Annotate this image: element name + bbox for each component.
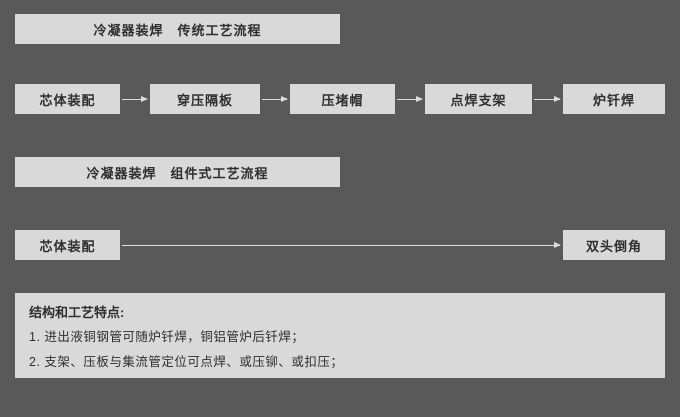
note-item-2: 2. 支架、压板与集流管定位可点焊、或压铆、或扣压； bbox=[29, 355, 344, 369]
flow-node-core-assembly-2: 芯体装配 bbox=[15, 230, 120, 260]
arrow-right-icon bbox=[534, 96, 561, 102]
flow-node-press-cap: 压堵帽 bbox=[290, 84, 395, 114]
notes-title: 结构和工艺特点: bbox=[29, 305, 125, 320]
arrow-right-icon bbox=[262, 96, 288, 102]
flow-node-double-end-chamfer: 双头倒角 bbox=[563, 230, 665, 260]
notes-panel: 结构和工艺特点: 1. 进出液铜钢管可随炉钎焊，铜铝管炉后钎焊； 2. 支架、压… bbox=[15, 293, 665, 378]
modular-flow-title: 冷凝器装焊 组件式工艺流程 bbox=[15, 157, 340, 187]
arrow-right-icon bbox=[122, 242, 561, 248]
flow-node-furnace-brazing: 炉钎焊 bbox=[563, 84, 665, 114]
traditional-flow-title: 冷凝器装焊 传统工艺流程 bbox=[15, 14, 340, 44]
flow-node-press-baffle: 穿压隔板 bbox=[150, 84, 260, 114]
arrow-right-icon bbox=[397, 96, 423, 102]
flow-node-core-assembly: 芯体装配 bbox=[15, 84, 120, 114]
arrow-right-icon bbox=[122, 96, 148, 102]
note-item-1: 1. 进出液铜钢管可随炉钎焊，铜铝管炉后钎焊； bbox=[29, 330, 305, 344]
flow-node-spot-weld-bracket: 点焊支架 bbox=[425, 84, 532, 114]
